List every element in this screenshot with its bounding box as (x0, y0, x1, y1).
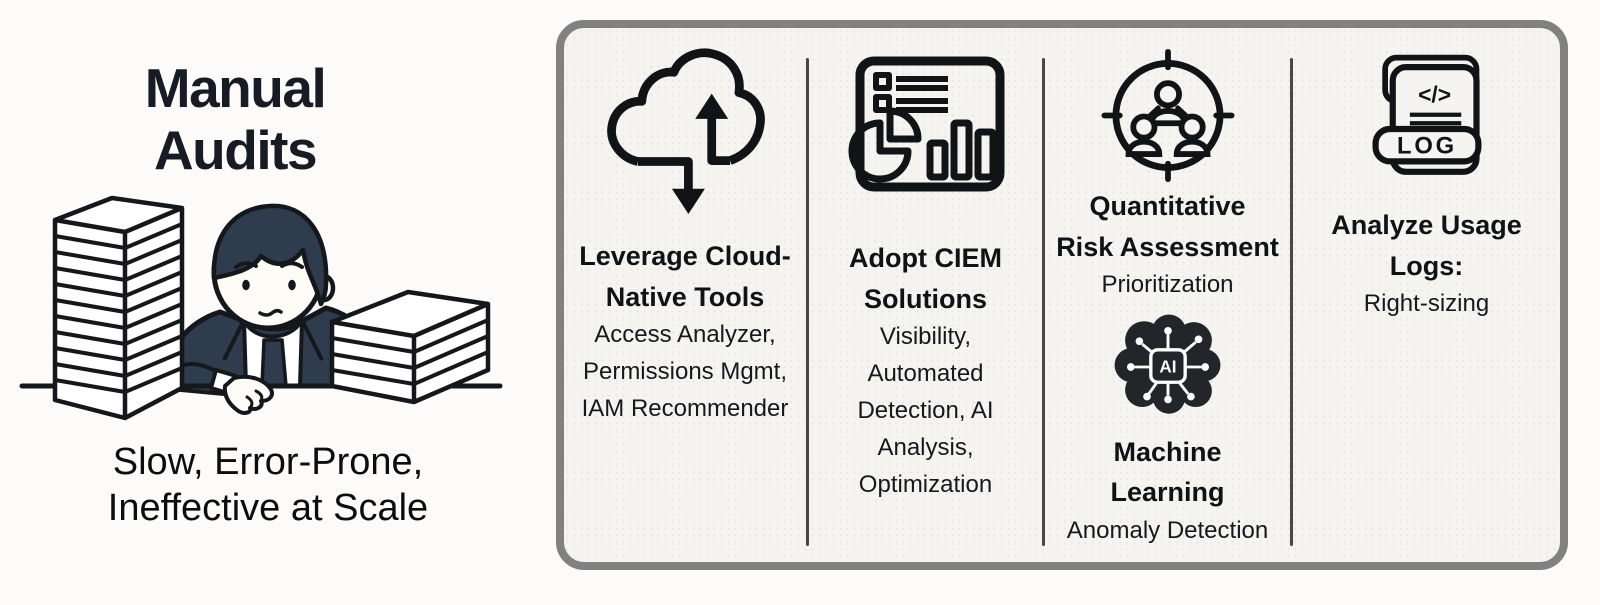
auditor-hand (209, 368, 274, 415)
column-subtitle: Prioritization (1101, 271, 1234, 298)
right-paper-stack (329, 289, 491, 405)
column-cloud-native-tools: Leverage Cloud- Native Tools Access Anal… (564, 28, 806, 562)
column-second-title: Machine Learning (1110, 436, 1225, 508)
column-divider (1042, 58, 1045, 546)
dashboard-analytics-icon (848, 56, 1004, 192)
ai-brain-icon: AI (1114, 314, 1220, 414)
log-file-icon: </> LOG (1372, 54, 1481, 175)
column-second-subtitle: Anomaly Detection (1066, 516, 1269, 544)
column-title: Adopt CIEM Solutions (849, 243, 1002, 314)
code-glyph: </> (1418, 81, 1451, 107)
target-group-icon (1100, 48, 1235, 183)
overworked-auditor-illustration (19, 195, 503, 421)
column-subtitle: Visibility, Automated Detection, AI Anal… (857, 323, 994, 498)
auditor-figure (158, 203, 387, 396)
manual-audits-title: Manual Audits (144, 57, 327, 181)
left-paper-stack (52, 195, 185, 421)
manual-audits-caption: Slow, Error-Prone, Ineffective at Scale (107, 441, 429, 529)
column-subtitle: Access Analyzer, Permissions Mgmt, IAM R… (581, 321, 789, 422)
column-title: Leverage Cloud- Native Tools (579, 241, 791, 312)
column-subtitle: Right-sizing (1363, 290, 1490, 317)
column-analyze-usage-logs: </> LOG Analyze Usage Logs: Right-sizing (1293, 28, 1560, 562)
column-risk-assessment: Quantitative Risk Assessment Prioritizat… (1045, 28, 1290, 562)
column-title: Quantitative Risk Assessment (1056, 191, 1279, 262)
solutions-panel: Leverage Cloud- Native Tools Access Anal… (556, 20, 1568, 570)
column-divider (1290, 58, 1293, 546)
ai-chip-label: AI (1159, 357, 1176, 377)
cloud-sync-icon (606, 48, 765, 214)
log-banner-label: LOG (1396, 133, 1456, 160)
column-ciem-solutions: Adopt CIEM Solutions Visibility, Automat… (809, 28, 1042, 562)
column-divider (806, 58, 809, 546)
column-title: Analyze Usage Logs: (1331, 210, 1522, 281)
